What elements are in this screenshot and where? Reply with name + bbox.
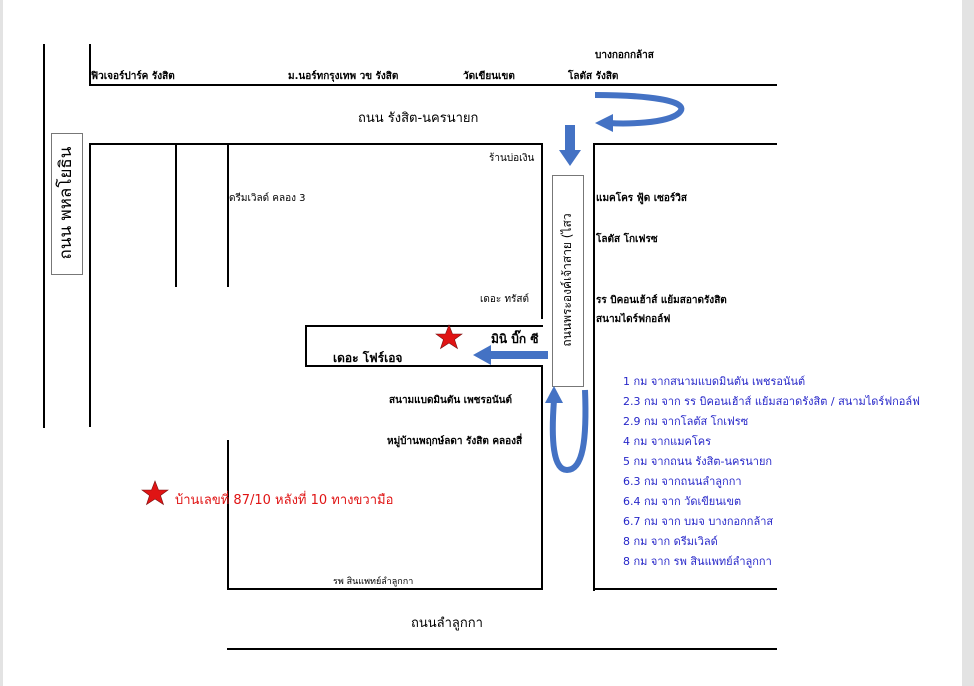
phahon-yothin-right-edge-bottom bbox=[89, 143, 91, 427]
phahon-yothin-right-edge-top bbox=[89, 44, 91, 84]
label-makro: แมคโคร ฟู้ด เซอร์วิส bbox=[596, 193, 687, 204]
road-lam-luk-ka-label: ถนนลำลูกกา bbox=[411, 616, 483, 631]
distance-item-10: 8 กม จาก รพ สินแพทย์ลำลูกกา bbox=[623, 555, 772, 568]
soi-left-edge-lower bbox=[541, 366, 543, 590]
label-lotus-go-fresh: โลตัส โกเฟรซ bbox=[596, 234, 658, 245]
road-rangsit-nakhonnayok-label: ถนน รังสิต-นครนายก bbox=[358, 111, 479, 126]
page-gutter-right bbox=[962, 0, 974, 686]
label-pruksa-village: หมู่บ้านพฤกษ์ลดา รังสิต คลองสี่ bbox=[387, 436, 523, 447]
rangsit-nakhonnayok-bottom-edge-1 bbox=[89, 143, 227, 145]
page-gutter-left bbox=[0, 0, 3, 686]
label-lotus-rangsit: โลตัส รังสิต bbox=[568, 71, 619, 82]
label-mini-big-c: มินิ บิ๊ก ซี bbox=[491, 332, 539, 346]
label-dream-world: ดรีมเวิลด์ คลอง 3 bbox=[229, 193, 306, 204]
label-future-park: ฟิวเจอร์ปาร์ค รังสิต bbox=[91, 71, 175, 82]
distance-item-2: 2.3 กม จาก รร บิคอนเฮ้าส์ แย้มสอาดรังสิต… bbox=[623, 395, 920, 408]
distance-item-6: 6.3 กม จากถนนลำลูกกา bbox=[623, 475, 742, 488]
label-bangkok-university: ม.นอร์ทกรุงเทพ วข รังสิต bbox=[288, 71, 399, 82]
direction-arrow-icon bbox=[559, 125, 581, 166]
direction-arrow-icon bbox=[473, 345, 548, 365]
block-line-b bbox=[227, 143, 229, 287]
direction-arrow-icon bbox=[545, 386, 589, 474]
label-badminton-court: สนามแบดมินตัน เพชรอนันต์ bbox=[389, 395, 513, 406]
label-bang-kok-klassa: บางกอกกล้าส bbox=[595, 50, 654, 61]
rangsit-nakhonnayok-bottom-edge-2 bbox=[227, 143, 543, 145]
phahon-yothin-left-edge bbox=[43, 44, 45, 428]
side-street-end bbox=[305, 325, 307, 367]
lam-luk-ka-top-edge-left bbox=[227, 588, 543, 590]
map-page: ถนน พหลโยธิน ถนน รังสิต-นครนายก ถนนลำลูก… bbox=[3, 0, 962, 686]
distance-item-4: 4 กม จากแมคโคร bbox=[623, 435, 712, 448]
label-bilingual-school: รร บิคอนเฮ้าส์ แย้มสอาดรังสิต bbox=[596, 295, 727, 306]
house-address-note: บ้านเลขที่ 87/10 หลังที่ 10 ทางขวามือ bbox=[175, 493, 394, 508]
phahon-yothin-label-box bbox=[51, 133, 83, 275]
lam-luk-ka-top-edge-right bbox=[593, 588, 777, 590]
soi-right-edge bbox=[593, 143, 595, 591]
label-golf-range: สนามไดร์ฟกอล์ฟ bbox=[596, 314, 671, 325]
side-street-bottom bbox=[305, 365, 543, 367]
label-the-privet: เดอะ โฟร์เอจ bbox=[333, 351, 403, 365]
distance-item-3: 2.9 กม จากโลตัส โกเฟรซ bbox=[623, 415, 749, 428]
legend-star-icon bbox=[141, 480, 169, 506]
direction-arrow-icon bbox=[594, 92, 685, 132]
soi-left-edge-upper bbox=[541, 143, 543, 319]
lam-luk-ka-bottom-edge bbox=[227, 648, 777, 650]
label-wat-khian-khet: วัดเขียนเขต bbox=[463, 71, 515, 82]
side-street-top bbox=[305, 325, 543, 327]
lower-block-line bbox=[227, 440, 229, 590]
label-the-trust: เดอะ ทรัสต์ bbox=[480, 294, 530, 305]
distance-item-1: 1 กม จากสนามแบดมินตัน เพชรอนันต์ bbox=[623, 375, 806, 388]
distance-item-9: 8 กม จาก ดรีมเวิลด์ bbox=[623, 535, 718, 548]
label-hospital-lam-luk-ka: รพ สินแพทย์ลำลูกกา bbox=[333, 577, 414, 587]
distance-item-5: 5 กม จากถนน รังสิต-นครนายก bbox=[623, 455, 773, 468]
location-star-icon bbox=[435, 324, 463, 350]
distance-item-8: 6.7 กม จาก บมจ บางกอกกล้าส bbox=[623, 515, 774, 528]
rangsit-nakhonnayok-top-edge bbox=[89, 84, 777, 86]
phra-ong-chao-road-box bbox=[552, 175, 584, 387]
label-ran-bo-ngoen: ร้านบ่อเงิน bbox=[489, 153, 535, 164]
block-line-a bbox=[175, 143, 177, 287]
rangsit-nakhonnayok-bottom-edge-3 bbox=[593, 143, 777, 145]
distance-item-7: 6.4 กม จาก วัดเขียนเขต bbox=[623, 495, 742, 508]
route-overlay bbox=[141, 92, 685, 506]
